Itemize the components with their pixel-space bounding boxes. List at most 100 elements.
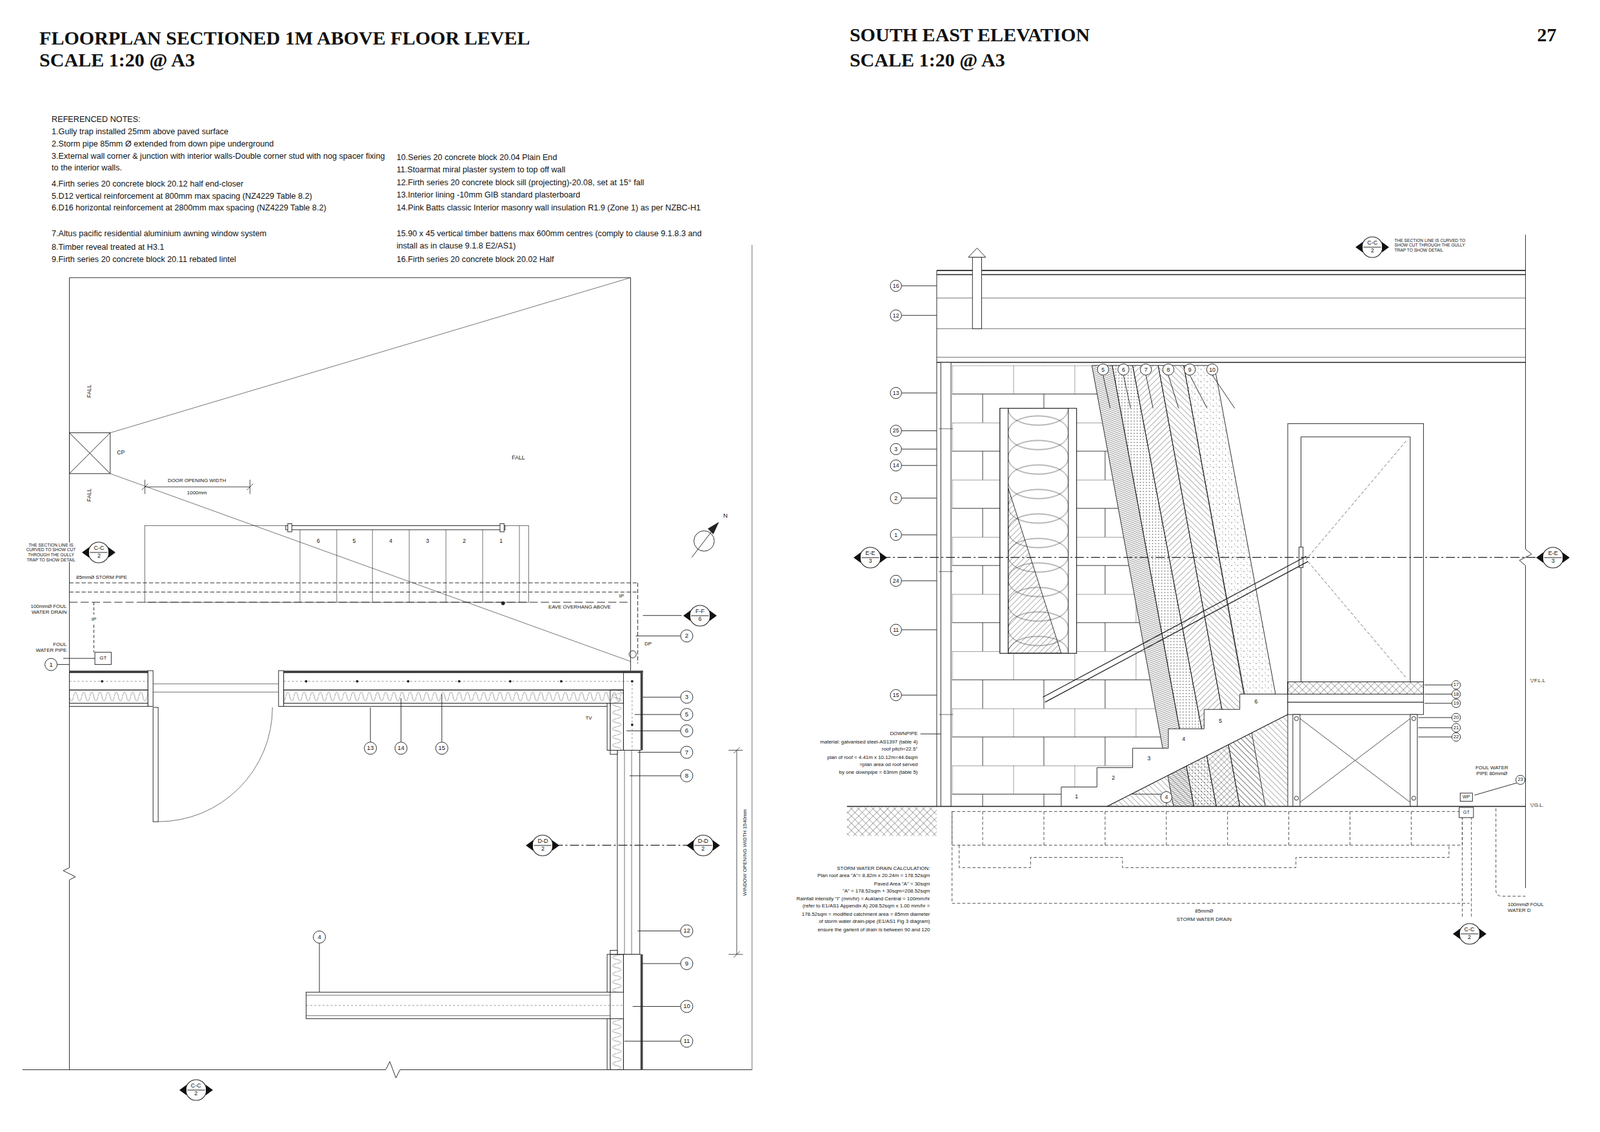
drawing-rect (610, 1018, 624, 1070)
callout-number: 8 (684, 772, 690, 780)
drawing-circle (1451, 689, 1460, 699)
drawing-rect (1000, 408, 1077, 654)
note-text: 15.90 x 45 vertical timber battens max 6… (396, 227, 704, 253)
drawing-circle (501, 601, 505, 605)
marker-pointer (1381, 241, 1390, 253)
section-marker: C-C2 (87, 541, 110, 564)
drawing-path (1418, 684, 1452, 737)
section-marker: C-C2 (1458, 922, 1481, 945)
callout-number: 25 (892, 427, 900, 434)
section-line (553, 844, 692, 846)
callout-number: 1 (48, 660, 53, 668)
calculation-text: 178.52sqm = modified catchment area = 85… (801, 911, 931, 918)
callout-number: 9 (1187, 366, 1193, 373)
drawing-path (63, 658, 95, 659)
callout-number: 13 (366, 744, 375, 752)
section-label: 6 (698, 616, 702, 623)
drawing-rect (1459, 807, 1474, 818)
callout-number: 15 (892, 691, 900, 699)
dimension-text: 85mmØ (1194, 908, 1214, 915)
drawing-rect (1068, 408, 1077, 654)
dimension-text: DOOR OPENING WIDTH (167, 477, 227, 484)
drawing-rect (1292, 714, 1300, 806)
drawing-g (952, 808, 1526, 919)
calculation-text: "A" = 178.52sqm + 30sqm=208.52sqm (841, 887, 931, 894)
drawing-circle (680, 1034, 693, 1048)
marker-pointer (880, 552, 888, 563)
drawing-path (1519, 234, 1532, 888)
drawing-path (69, 681, 633, 1070)
callout-number: 19 (1452, 700, 1460, 706)
annotation: 5 (1218, 717, 1223, 724)
drawing-path (982, 810, 1411, 845)
drawing-rect (145, 525, 530, 603)
section-marker-symbol (859, 546, 882, 569)
marker-circle (532, 834, 553, 856)
drawing-circle (1097, 363, 1109, 375)
drawing-rect (607, 1018, 611, 1070)
callout-number: 10 (682, 1002, 691, 1010)
annotation: 1 (498, 537, 504, 544)
section-marker-symbol (1458, 922, 1481, 945)
drawing-circle (458, 680, 461, 683)
annotation: IP (90, 616, 97, 623)
annotation: 85mmØ STORM PIPE (75, 574, 128, 581)
marker-circle (689, 605, 711, 626)
drawing-rect (617, 749, 640, 954)
note-text: 5.D12 vertical reinforcement at 800mm ma… (50, 189, 313, 202)
drawing-circle (356, 680, 359, 683)
drawing-circle (680, 724, 693, 737)
drawing-rect (1000, 408, 1009, 654)
drawing-circle (1411, 716, 1416, 720)
drawing-rect (69, 703, 149, 707)
callout-number: 9 (684, 960, 690, 968)
annotation: GT (1462, 809, 1471, 815)
drawing-rect (1287, 681, 1424, 695)
annotation: 100mmØ FOUL WATER DRAIN (21, 603, 68, 615)
annotation: THE SECTION LINE IS CURVED TO SHOW CUT T… (21, 541, 81, 562)
callout-number: 16 (892, 282, 900, 290)
section-label: D-D (537, 838, 548, 845)
drawing-circle (1206, 363, 1218, 375)
callout-number: 6 (684, 727, 690, 735)
section-marker-symbol (1361, 236, 1384, 259)
callout-number: 2 (684, 632, 690, 640)
marker-pointer (686, 840, 694, 851)
marker-pointer (709, 610, 717, 621)
note-text: 1.Gully trap installed 25mm above paved … (50, 125, 230, 139)
drawing-rect (1000, 408, 1077, 654)
note-text: 14.Pink Batts classic Interior masonry w… (396, 201, 704, 215)
drawing-rect (610, 689, 624, 750)
drawing-circle (680, 957, 693, 970)
section-marker: C-C2 (185, 1078, 208, 1101)
sheet-heading: SCALE 1:20 @ A3 (38, 49, 196, 72)
section-marker-symbol (689, 604, 711, 627)
drawing-circle (509, 680, 512, 683)
callout-number: 10 (1208, 366, 1217, 373)
drawing-path (1061, 693, 1288, 806)
drawing-path (691, 522, 719, 558)
drawing-circle (364, 741, 377, 755)
dimension-text: WINDOW OPENING WIDTH 1540mm (741, 807, 748, 896)
drawing-circle (435, 741, 448, 755)
sheet-title: FLOORPLAN SECTIONED 1M ABOVE FLOOR LEVEL (38, 26, 531, 50)
annotation: N (722, 511, 729, 519)
drawing-circle (890, 689, 902, 700)
annotation: ▽F.L.L (1529, 677, 1546, 684)
marker-pointer (712, 840, 720, 851)
drawing-path (110, 277, 631, 662)
drawing-rect (1410, 714, 1418, 806)
callout-number: 22 (1452, 734, 1460, 740)
section-label: 2 (541, 845, 545, 853)
annotation: GT (98, 655, 108, 662)
annotation: FALL (510, 454, 526, 461)
drawing-rect (1460, 792, 1473, 802)
section-label: C-C (190, 1082, 202, 1090)
section-marker-symbol (692, 834, 715, 857)
annotation: 3 (425, 537, 430, 544)
drawing-rect (1287, 423, 1424, 694)
calculation-text: Rainfall intensity "I" (mm/hr) = Aukland… (796, 896, 931, 902)
drawing-path (69, 582, 639, 592)
drawing-circle (680, 690, 693, 704)
drawing-rect (972, 257, 982, 330)
